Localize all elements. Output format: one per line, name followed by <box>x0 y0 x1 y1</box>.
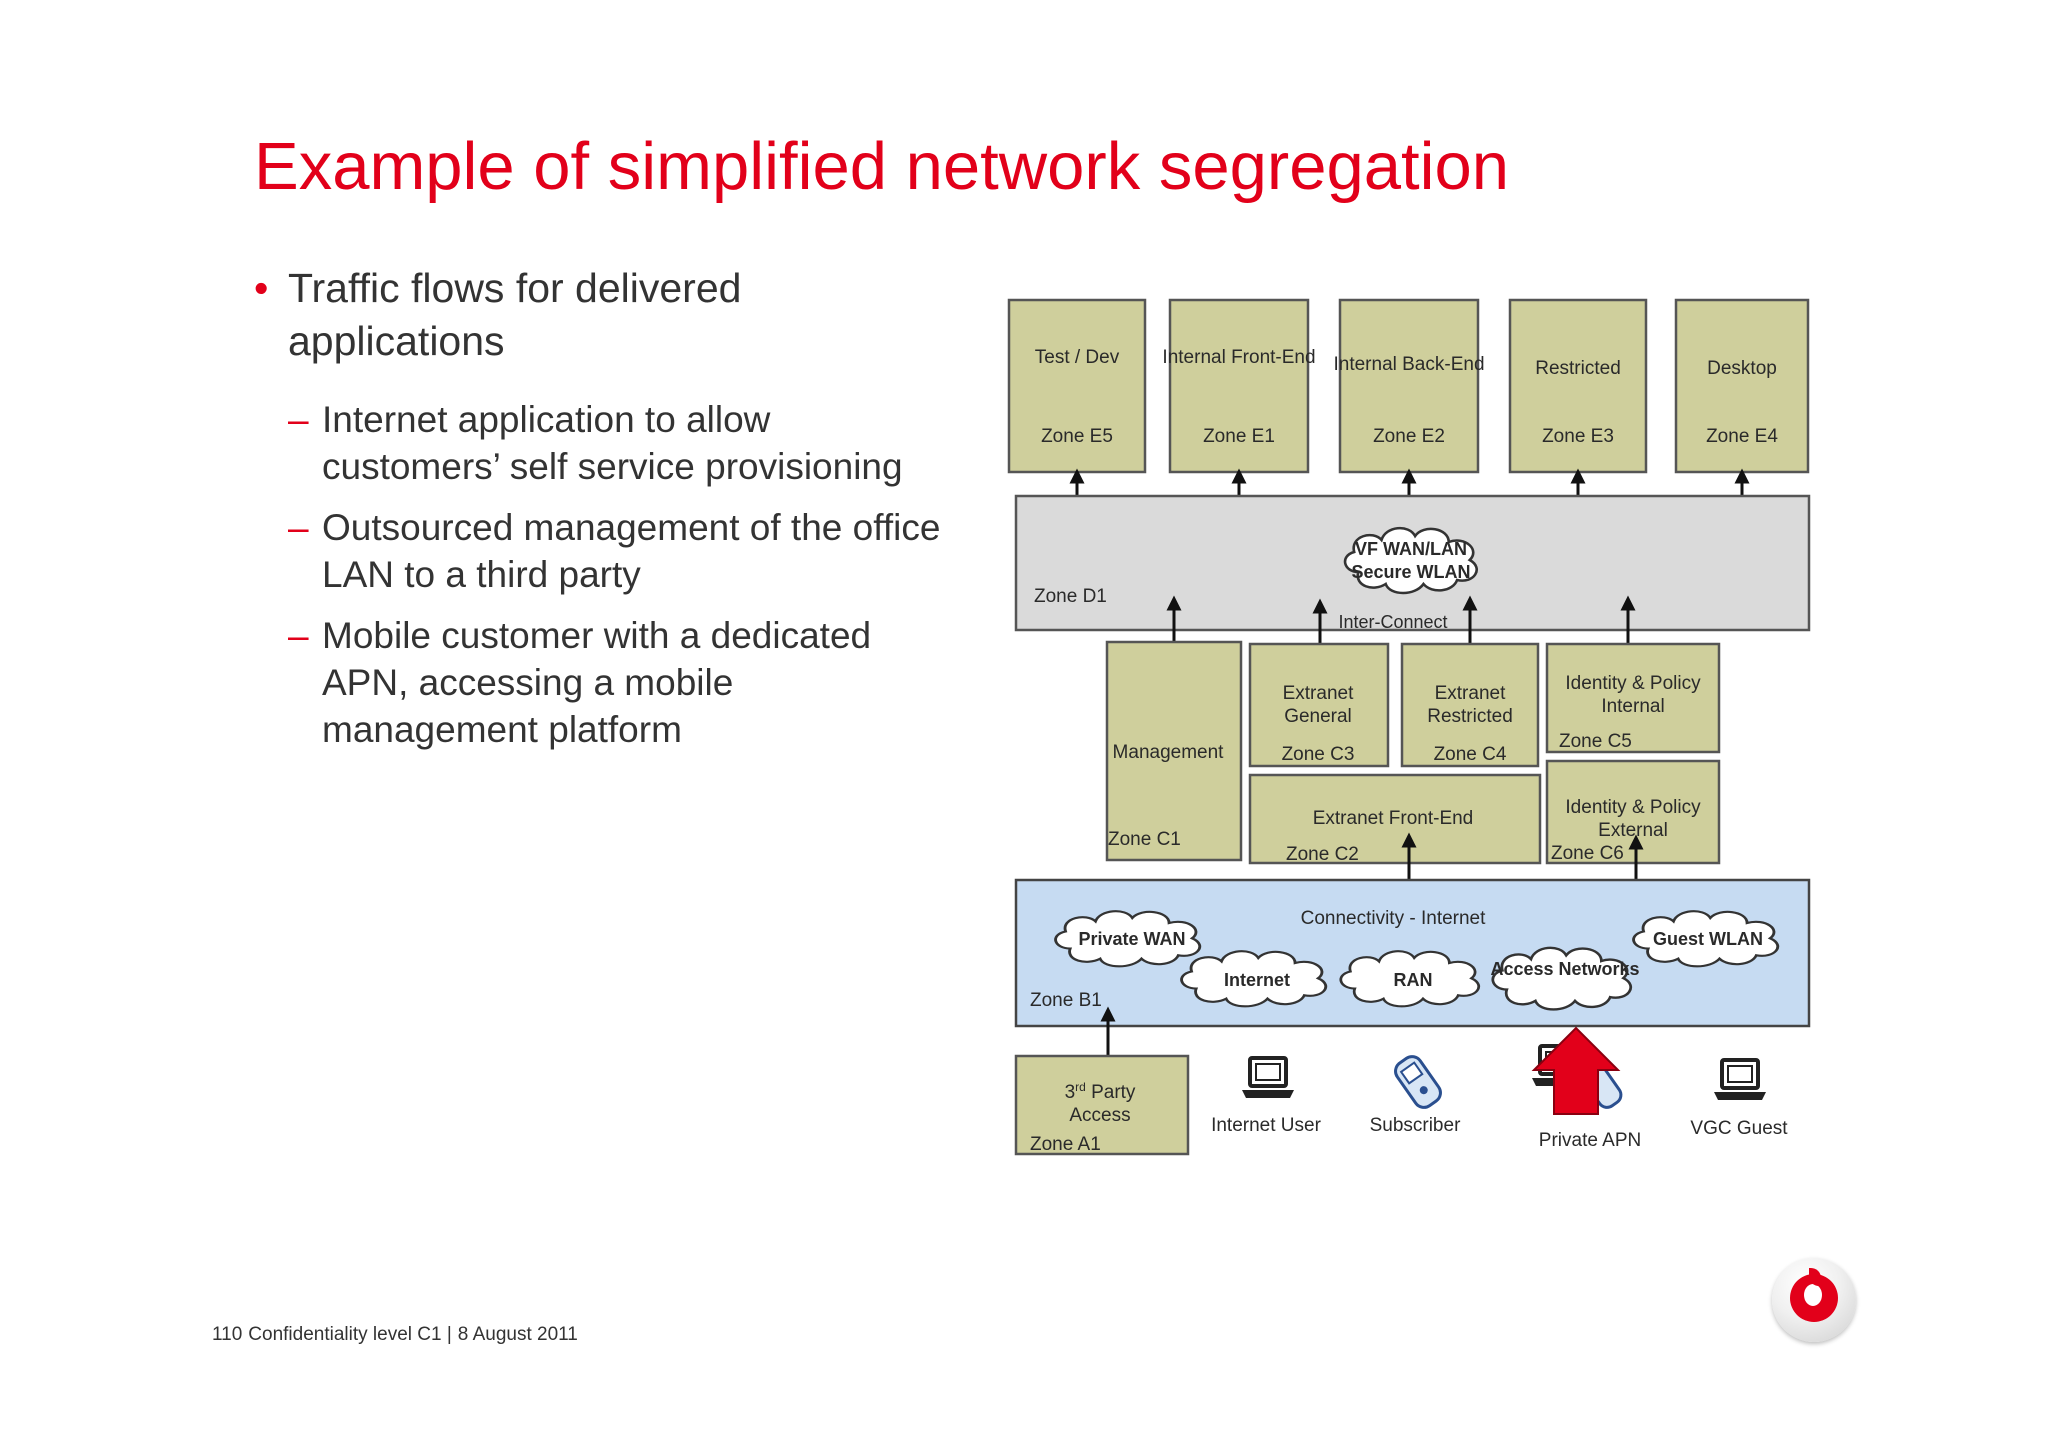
zone-d1-id: Zone D1 <box>1034 586 1107 607</box>
private-wan-label: Private WAN <box>1078 929 1185 949</box>
zone-e5-box: Test / Dev Zone E5 <box>1007 298 1147 474</box>
zone-a1-label-2: Access <box>1069 1105 1130 1126</box>
zone-c4-id: Zone C4 <box>1434 744 1507 765</box>
zone-e5-label: Test / Dev <box>1035 347 1120 368</box>
zone-c1-id: Zone C1 <box>1108 829 1181 850</box>
sub-bullet-3: Mobile customer with a dedicated APN, ac… <box>254 612 954 753</box>
internet-user-label: Internet User <box>1211 1115 1321 1136</box>
zone-e2-id: Zone E2 <box>1373 426 1445 447</box>
mobile-phone-icon <box>1394 1055 1442 1109</box>
interconnect-label: Inter-Connect <box>1338 612 1447 632</box>
zone-e3-box: Restricted Zone E3 <box>1508 298 1648 474</box>
zone-e4-label: Desktop <box>1707 358 1777 379</box>
zone-c5-label-2: Internal <box>1601 696 1664 717</box>
zone-e2-label: Internal Back-End <box>1333 354 1484 375</box>
laptop-icon-guest <box>1712 1058 1768 1102</box>
zone-c6-label-1: Identity & Policy <box>1565 797 1701 818</box>
access-networks-label: Access Networks <box>1490 959 1639 979</box>
zone-c2-id: Zone C2 <box>1286 844 1359 865</box>
highlight-arrow-icon <box>1531 1026 1621 1115</box>
bullet-main: Traffic flows for delivered applications <box>254 262 954 368</box>
ran-label: RAN <box>1394 970 1433 990</box>
footer-page-number: 110 <box>212 1324 243 1345</box>
zone-e4-box: Desktop Zone E4 <box>1674 298 1810 474</box>
subscriber-endpoint: Subscriber <box>1370 1055 1461 1136</box>
private-apn-endpoint: Private APN <box>1530 1026 1641 1151</box>
zone-b1-box: Connectivity - Internet Zone B1 Private … <box>1014 878 1811 1028</box>
zone-e1-box: Internal Front-End Zone E1 <box>1162 298 1316 474</box>
zone-d1-box: Zone D1 VF WAN/LAN Secure WLAN Inter-Con… <box>1014 494 1811 632</box>
guest-wlan-label: Guest WLAN <box>1653 929 1763 949</box>
internet-label: Internet <box>1224 970 1290 990</box>
vodafone-logo-icon <box>1772 1258 1856 1342</box>
zone-c3-id: Zone C3 <box>1282 744 1355 765</box>
vgc-guest-label: VGC Guest <box>1690 1118 1788 1139</box>
zone-c1-box: Management Zone C1 <box>1105 640 1243 862</box>
laptop-icon <box>1240 1056 1296 1100</box>
footer-confidentiality: Confidentiality level C1 | <box>248 1324 452 1345</box>
sub-bullet-1: Internet application to allow customers’… <box>254 396 954 490</box>
zone-b1-id: Zone B1 <box>1030 990 1102 1011</box>
zone-c6-box: Identity & Policy External Zone C6 <box>1545 759 1721 865</box>
zone-a1-label-1: 3rd Party <box>1065 1080 1136 1103</box>
zone-b1-title: Connectivity - Internet <box>1301 908 1487 929</box>
vf-wan-cloud-line1: VF WAN/LAN <box>1355 539 1467 559</box>
zone-e5-id: Zone E5 <box>1041 426 1113 447</box>
zone-e2-box: Internal Back-End Zone E2 <box>1333 298 1485 474</box>
sub-bullet-2: Outsourced management of the office LAN … <box>254 504 954 598</box>
zone-c4-label-2: Restricted <box>1427 706 1513 727</box>
private-apn-label: Private APN <box>1539 1130 1641 1151</box>
zone-c5-label-1: Identity & Policy <box>1565 673 1701 694</box>
zone-c5-box: Identity & Policy Internal Zone C5 <box>1545 642 1721 754</box>
zone-c4-label-1: Extranet <box>1435 683 1506 704</box>
zone-c3-box: Extranet General Zone C3 <box>1248 642 1390 768</box>
zone-e1-id: Zone E1 <box>1203 426 1275 447</box>
zone-c2-box: Extranet Front-End Zone C2 <box>1248 773 1542 865</box>
zone-c5-id: Zone C5 <box>1559 731 1632 752</box>
zone-c1-label: Management <box>1113 742 1225 763</box>
vgc-guest-endpoint: VGC Guest <box>1690 1058 1788 1139</box>
zone-e1-label: Internal Front-End <box>1162 347 1315 368</box>
zone-c4-box: Extranet Restricted Zone C4 <box>1400 642 1540 768</box>
slide-title: Example of simplified network segregatio… <box>254 129 1510 204</box>
zone-c6-id: Zone C6 <box>1551 843 1624 864</box>
zone-c6-label-2: External <box>1598 820 1668 841</box>
internet-user-endpoint: Internet User <box>1211 1056 1322 1136</box>
zone-a1-box: 3rd Party Access Zone A1 <box>1014 1054 1190 1156</box>
footer-date: 8 August 2011 <box>457 1324 578 1345</box>
zone-a1-id: Zone A1 <box>1030 1134 1101 1155</box>
subscriber-label: Subscriber <box>1370 1115 1461 1136</box>
zone-e4-id: Zone E4 <box>1706 426 1778 447</box>
zone-c3-label-2: General <box>1284 706 1352 727</box>
zone-c3-label-1: Extranet <box>1283 683 1354 704</box>
bullet-list: Traffic flows for delivered applications… <box>254 262 954 767</box>
zone-e3-label: Restricted <box>1535 358 1621 379</box>
vf-wan-cloud-line2: Secure WLAN <box>1351 562 1470 582</box>
zone-e3-id: Zone E3 <box>1542 426 1614 447</box>
zone-c2-label: Extranet Front-End <box>1313 808 1474 829</box>
